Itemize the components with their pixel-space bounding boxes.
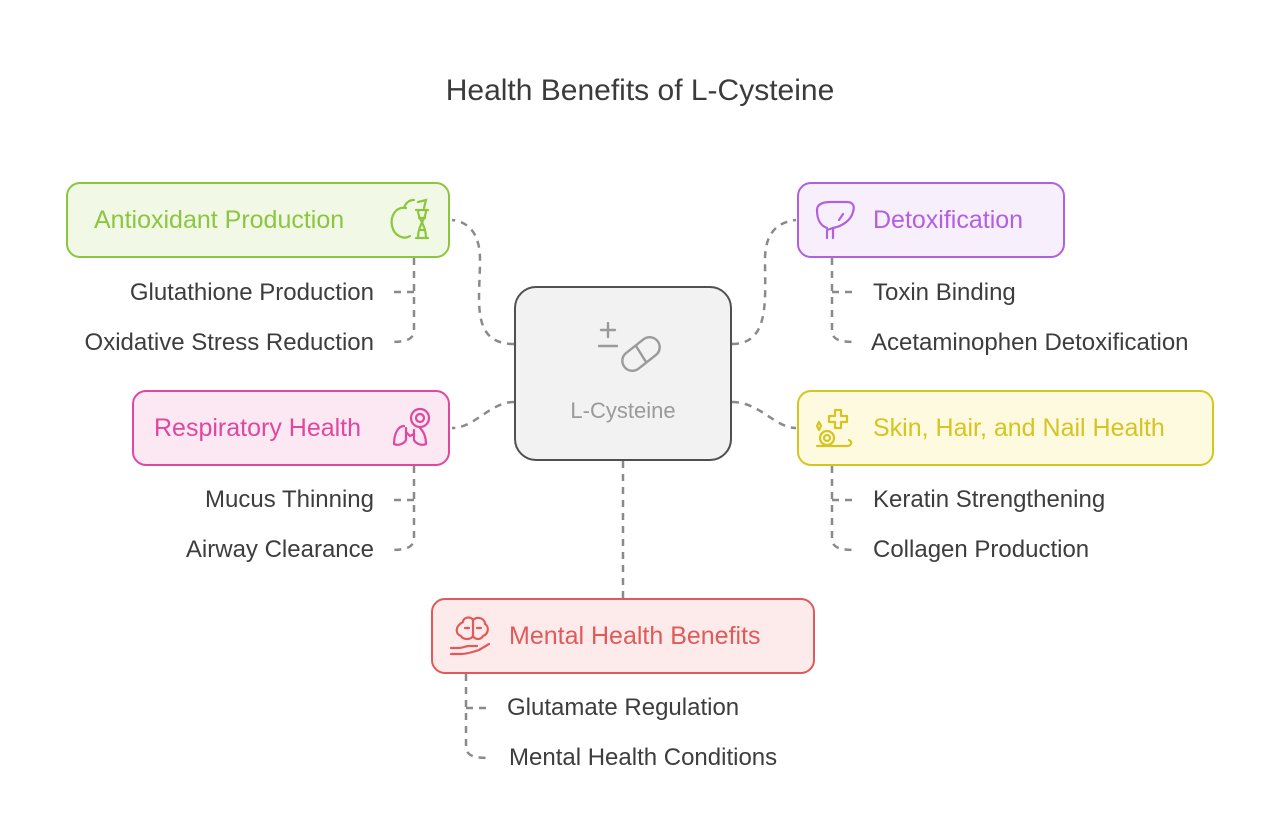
connector-respiratory [451, 400, 515, 430]
mental-item: Mental Health Conditions [509, 744, 778, 771]
connector-skin-items [830, 466, 857, 552]
lungs-icon [392, 407, 431, 446]
brain-hand-icon [449, 616, 491, 656]
skin-item: Collagen Production [873, 536, 1090, 563]
node-detox: Detoxification [797, 182, 1065, 258]
snail-sparkle-icon [815, 408, 853, 448]
connector-skin [731, 400, 797, 430]
node-antioxidant-label: Antioxidant Production [94, 205, 345, 234]
connector-antioxidant [451, 218, 515, 346]
diagram-title: Health Benefits of L-Cysteine [445, 74, 835, 107]
respiratory-item: Airway Clearance [185, 536, 374, 563]
skin-item: Keratin Strengthening [873, 486, 1106, 513]
pill-plus-minus-icon [597, 322, 661, 372]
node-skin-label: Skin, Hair, and Nail Health [873, 413, 1165, 442]
apple-dna-icon [390, 198, 430, 240]
detox-item: Toxin Binding [873, 279, 1016, 306]
center-node: L-Cysteine [514, 286, 732, 461]
liver-icon [815, 200, 855, 240]
connector-detox [731, 218, 797, 346]
antioxidant-item: Glutathione Production [129, 279, 374, 306]
connector-antioxidant-items [389, 258, 416, 344]
node-mental: Mental Health Benefits [431, 598, 815, 674]
connector-mental-items [464, 674, 491, 760]
center-label: L-Cysteine [570, 398, 676, 423]
node-respiratory: Respiratory Health [132, 390, 450, 466]
antioxidant-item: Oxidative Stress Reduction [84, 329, 374, 356]
node-skin: Skin, Hair, and Nail Health [797, 390, 1214, 466]
connector-detox-items [830, 258, 857, 344]
node-antioxidant: Antioxidant Production [66, 182, 450, 258]
mental-item: Glutamate Regulation [507, 694, 740, 721]
node-respiratory-label: Respiratory Health [154, 413, 362, 442]
detox-item: Acetaminophen Detoxification [871, 329, 1189, 356]
respiratory-item: Mucus Thinning [205, 486, 374, 513]
node-detox-label: Detoxification [873, 205, 1024, 234]
connector-respiratory-items [389, 466, 416, 552]
node-mental-label: Mental Health Benefits [509, 621, 761, 650]
